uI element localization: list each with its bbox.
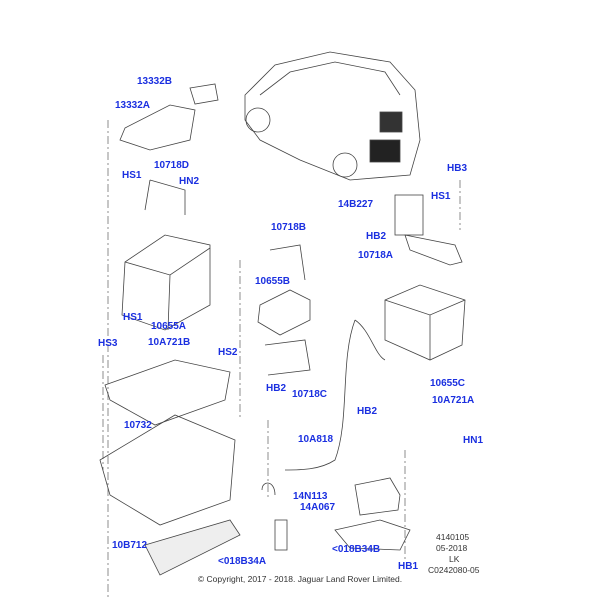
callout-14N113[interactable]: 14N113	[293, 491, 328, 502]
callout-10A721B[interactable]: 10A721B	[148, 337, 191, 348]
callout-HB1[interactable]: HB1	[398, 561, 419, 572]
illustration-date: 05-2018	[436, 543, 468, 553]
callout-HN1[interactable]: HN1	[463, 435, 484, 446]
callout-14B227[interactable]: 14B227	[338, 199, 374, 210]
callout-10718B[interactable]: 10718B	[271, 222, 307, 233]
callout-13332A[interactable]: 13332A	[115, 100, 151, 111]
module-and-bracket	[257, 244, 311, 376]
callout-10718A[interactable]: 10718A	[358, 250, 394, 261]
battery-tray	[99, 359, 241, 576]
dash-lines	[102, 120, 461, 600]
callout-HB2[interactable]: HB2	[366, 231, 387, 242]
vehicle-outline	[244, 51, 421, 181]
reference-number: 4140105	[436, 532, 470, 542]
callout-10B712[interactable]: 10B712	[112, 540, 148, 551]
callout-HS1[interactable]: HS1	[431, 191, 451, 202]
callout-HB2[interactable]: HB2	[357, 406, 378, 417]
main-battery	[121, 179, 211, 331]
callout-HB2[interactable]: HB2	[266, 383, 287, 394]
aux-battery	[384, 194, 466, 361]
callout-018B34B[interactable]: <018B34B	[332, 544, 381, 555]
callout-HS2[interactable]: HS2	[218, 347, 238, 358]
callout-14A067[interactable]: 14A067	[300, 502, 336, 513]
callout-018B34A[interactable]: <018B34A	[218, 556, 267, 567]
callout-10732[interactable]: 10732	[124, 420, 152, 431]
callout-10655B[interactable]: 10655B	[255, 276, 291, 287]
wiring-harness	[261, 319, 411, 551]
battery-cover	[119, 83, 219, 151]
callout-13332B[interactable]: 13332B	[137, 76, 173, 87]
illustration-id: C0242080-05	[428, 565, 480, 575]
callout-HS1[interactable]: HS1	[123, 312, 143, 323]
callout-10718D[interactable]: 10718D	[154, 160, 190, 171]
callout-10A721A[interactable]: 10A721A	[432, 395, 475, 406]
callout-10718C[interactable]: 10718C	[292, 389, 328, 400]
callout-10A818[interactable]: 10A818	[298, 434, 334, 445]
callout-HB3[interactable]: HB3	[447, 163, 468, 174]
region-code: LK	[449, 554, 460, 564]
copyright-notice: © Copyright, 2017 - 2018. Jaguar Land Ro…	[197, 574, 403, 584]
callout-HS3[interactable]: HS3	[98, 338, 118, 349]
callout-HS1[interactable]: HS1	[122, 170, 142, 181]
callout-10655C[interactable]: 10655C	[430, 378, 466, 389]
callout-HN2[interactable]: HN2	[179, 176, 200, 187]
callout-10655A[interactable]: 10655A	[151, 321, 187, 332]
